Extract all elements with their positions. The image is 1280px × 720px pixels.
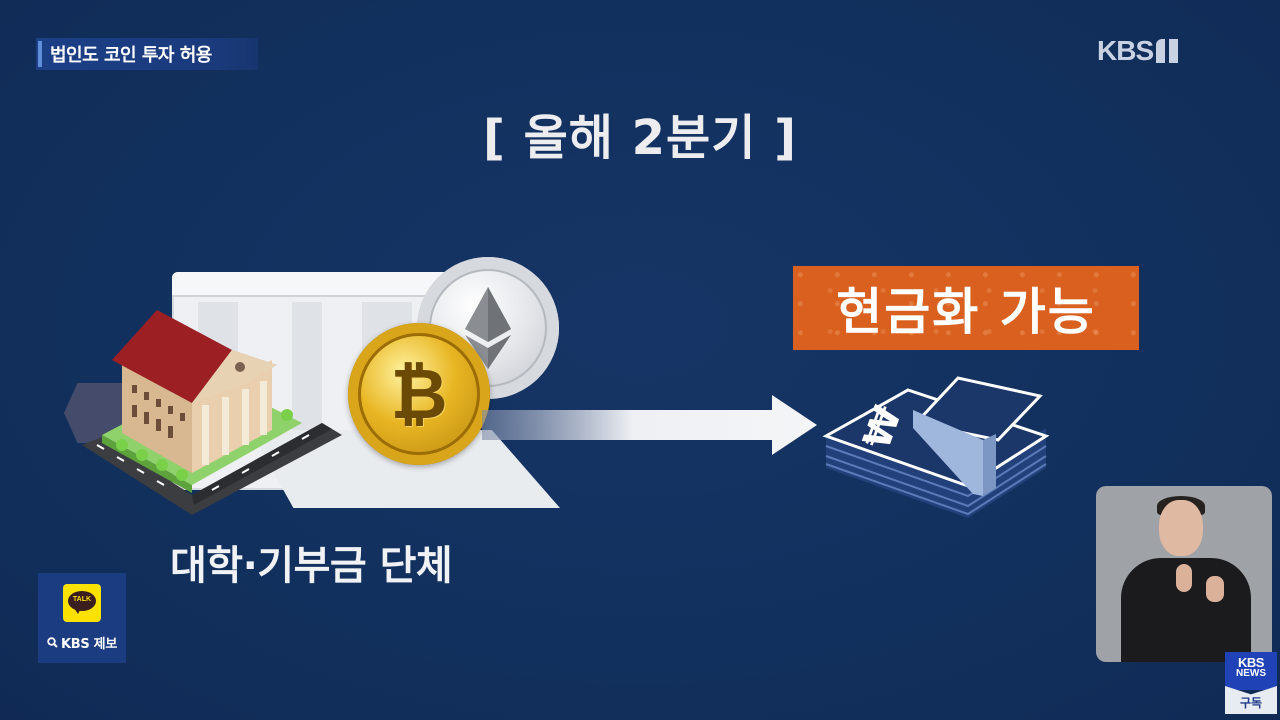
bitcoin-symbol: ₿ bbox=[390, 353, 448, 435]
universities-donation-orgs-label: 대학·기부금 단체 bbox=[170, 533, 453, 591]
headline-text: 법인도 코인 투자 허용 bbox=[50, 45, 212, 66]
interpreter-head bbox=[1159, 500, 1203, 556]
bitcoin-coin-icon: ₿ bbox=[348, 323, 490, 465]
news-headline-caption: 법인도 코인 투자 허용 bbox=[36, 38, 258, 70]
kbs-logo-text: KBS bbox=[1097, 35, 1154, 66]
cashable-badge-text: 현금화 가능 bbox=[836, 283, 1096, 341]
kbs-news-subscribe-button[interactable]: KBS NEWS 구독 bbox=[1225, 652, 1277, 714]
won-banknote-stack-icon: ₩ bbox=[822, 376, 1050, 518]
kbs-tip-text: KBS 제보 bbox=[61, 637, 117, 652]
crypto-investment-illustration: ₿ bbox=[60, 255, 570, 530]
kbs-news-logo: KBS NEWS bbox=[1225, 652, 1277, 690]
headline-accent-bar bbox=[38, 41, 42, 67]
university-building-icon bbox=[82, 310, 342, 515]
search-icon bbox=[47, 637, 58, 648]
cashable-badge: 현금화 가능 bbox=[793, 266, 1139, 350]
channel-one-glyph-icon bbox=[1156, 39, 1182, 63]
kakao-tip-label: KBS 제보 bbox=[38, 633, 126, 652]
subscribe-label: 구독 bbox=[1239, 696, 1263, 710]
slide-title: [ 올해 2분기 ] bbox=[0, 98, 1280, 168]
kakao-talk-tip-button[interactable]: TALK KBS 제보 bbox=[38, 573, 126, 663]
kbs1-channel-logo: KBS bbox=[1097, 35, 1182, 66]
right-arrow-icon bbox=[482, 395, 817, 455]
left-label-text: 대학·기부금 단체 bbox=[170, 543, 453, 589]
kakao-talk-icon: TALK bbox=[63, 584, 101, 622]
slide-title-text: [ 올해 2분기 ] bbox=[482, 110, 798, 166]
sign-language-interpreter-video bbox=[1096, 486, 1272, 662]
